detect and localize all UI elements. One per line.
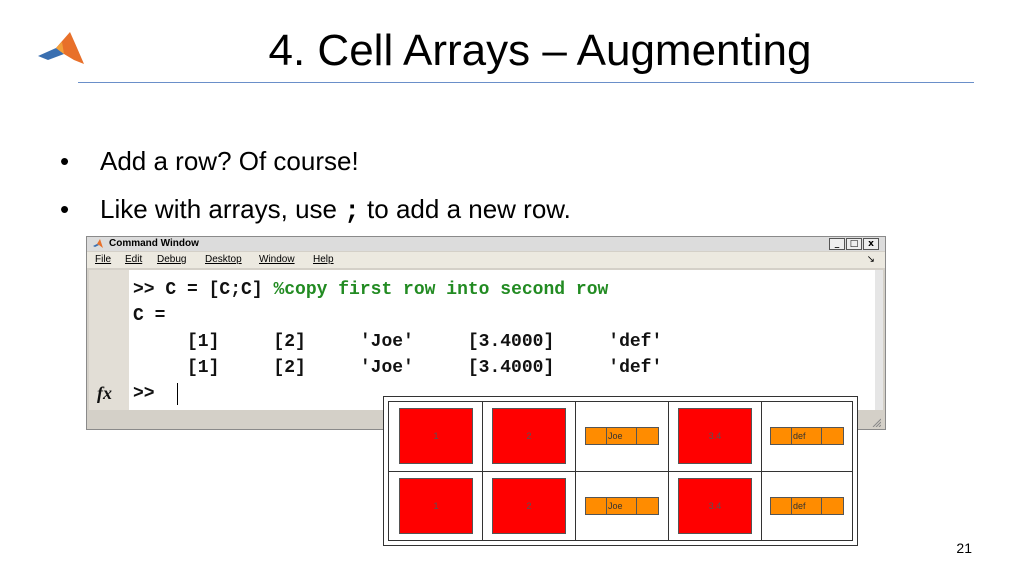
bullet-marker: • xyxy=(60,146,70,176)
bullet-text: Add a row? Of course! xyxy=(100,146,359,176)
numeric-cell: 2 xyxy=(492,408,566,464)
grid-divider xyxy=(389,471,852,472)
close-button[interactable]: x xyxy=(863,238,879,250)
command-window-titlebar[interactable]: Command Window _□x xyxy=(87,237,885,251)
minimize-button[interactable]: _ xyxy=(829,238,845,250)
numeric-cell: 3.4 xyxy=(678,408,752,464)
output-line: [1] [2] 'Joe' [3.4000] 'def' xyxy=(133,332,663,352)
bullet-text-after: to add a new row. xyxy=(359,194,571,224)
command-line: >> C = [C;C] %copy first row into second… xyxy=(133,279,608,301)
string-cell: Joe xyxy=(585,497,659,515)
string-cell-label: Joe xyxy=(608,501,623,511)
output-line: [1] [2] 'Joe' [3.4000] 'def' xyxy=(133,358,663,378)
bullet-marker: • xyxy=(60,194,70,224)
numeric-cell: 3.4 xyxy=(678,478,752,534)
text-cursor xyxy=(177,383,178,405)
menu-window[interactable]: Window xyxy=(259,254,295,265)
bullet-text: Like with arrays, use ; to add a new row… xyxy=(100,192,571,228)
cellplot-figure: 1 2 Joe 3.4 def 1 2 Joe 3.4 def xyxy=(383,396,858,546)
command-comment: %copy first row into second row xyxy=(273,280,609,300)
menu-edit[interactable]: Edit xyxy=(125,254,143,265)
menu-desktop[interactable]: Desktop xyxy=(205,254,242,265)
string-cell: def xyxy=(770,497,844,515)
string-cell-label: Joe xyxy=(608,431,623,441)
vertical-scrollbar[interactable] xyxy=(875,270,883,410)
menu-debug[interactable]: Debug xyxy=(157,254,187,265)
menu-file[interactable]: File xyxy=(95,254,112,265)
numeric-cell: 2 xyxy=(492,478,566,534)
numeric-cell: 1 xyxy=(399,408,473,464)
dock-arrow-icon[interactable]: ↘ xyxy=(866,254,875,265)
slide-title: 4. Cell Arrays – Augmenting xyxy=(268,26,812,75)
title-underline xyxy=(78,82,974,83)
matlab-icon xyxy=(93,239,103,248)
inline-code: ; xyxy=(344,196,360,226)
command-prompt[interactable]: >> xyxy=(133,384,155,404)
string-cell-label: def xyxy=(793,431,806,441)
menu-help[interactable]: Help xyxy=(313,254,334,265)
bullet-text-before: Like with arrays, use xyxy=(100,194,345,224)
output-line: C = xyxy=(133,306,166,326)
page-number: 21 xyxy=(956,540,972,556)
function-browser-icon[interactable]: fx xyxy=(97,383,112,403)
matlab-logo-icon xyxy=(38,32,84,64)
maximize-button[interactable]: □ xyxy=(846,238,862,250)
command-window-title: Command Window xyxy=(109,238,199,249)
string-cell-label: def xyxy=(793,501,806,511)
window-controls: _□x xyxy=(828,238,879,250)
menu-bar: File Edit Debug Desktop Window Help ↘ xyxy=(87,252,885,268)
command-code: >> C = [C;C] xyxy=(133,280,274,300)
cellplot-grid: 1 2 Joe 3.4 def 1 2 Joe 3.4 def xyxy=(388,401,853,541)
resize-grip-icon[interactable] xyxy=(871,417,881,427)
command-output-area[interactable] xyxy=(129,270,875,410)
command-gutter xyxy=(89,270,129,410)
string-cell: def xyxy=(770,427,844,445)
string-cell: Joe xyxy=(585,427,659,445)
numeric-cell: 1 xyxy=(399,478,473,534)
